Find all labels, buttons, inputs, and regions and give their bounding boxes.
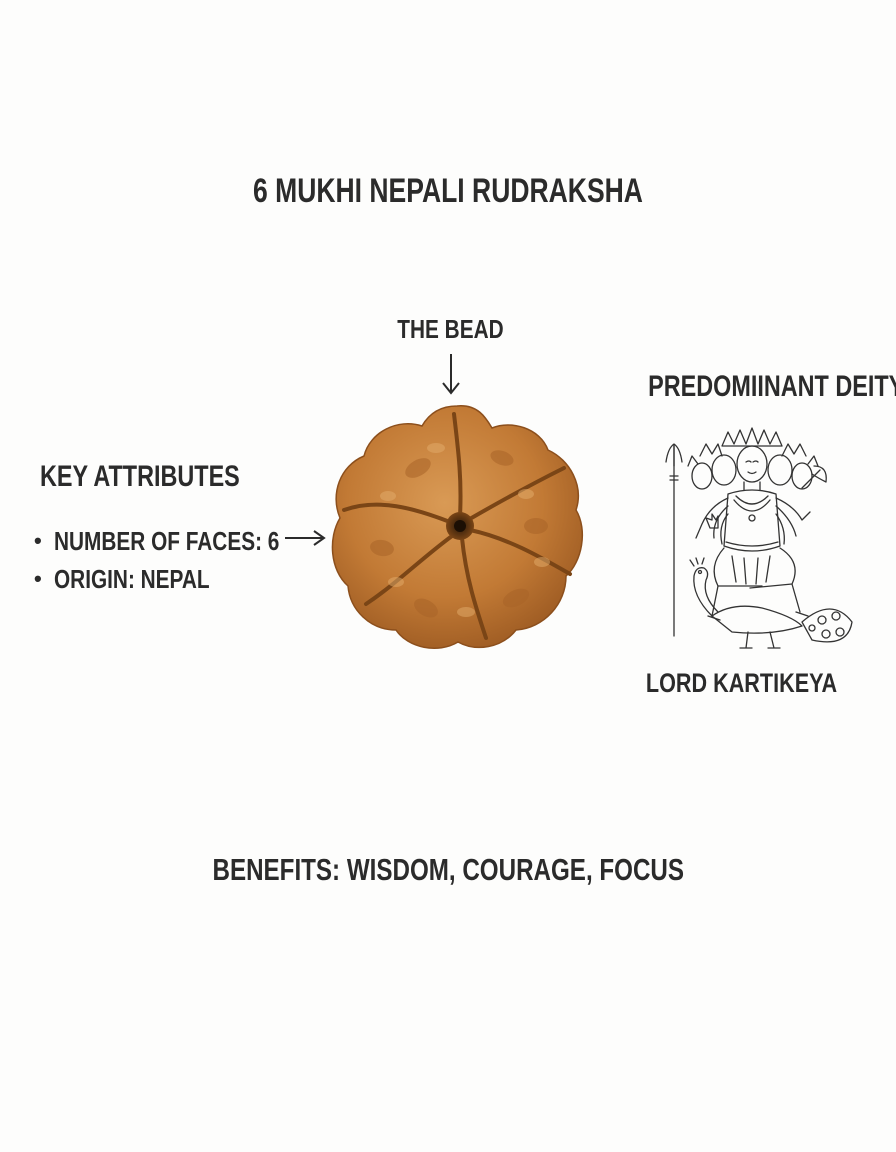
attribute-number-of-faces: NUMBER OF FACES: 6: [54, 526, 280, 556]
bead-label-text: THE BEAD: [396, 314, 504, 344]
list-item: • NUMBER OF FACES: 6: [34, 522, 336, 560]
arrow-right-icon: [285, 530, 326, 546]
key-attributes-heading: KEY ATTRIBUTES: [40, 460, 296, 494]
bullet: •: [34, 528, 42, 553]
key-attributes-list: • NUMBER OF FACES: 6 • ORIGIN: NEPAL: [34, 522, 336, 598]
key-attributes-heading-text: KEY ATTRIBUTES: [40, 460, 240, 493]
bullet: •: [34, 566, 42, 591]
deity-heading-text: PREDOMIINANT DEITY: [648, 370, 896, 403]
deity-name-text: LORD KARTIKEYA: [646, 668, 838, 698]
deity-heading: PREDOMIINANT DEITY: [612, 370, 896, 404]
arrow-down-icon: [442, 354, 460, 395]
rudraksha-bead-image: [331, 405, 584, 649]
deity-name: LORD KARTIKEYA: [612, 668, 872, 699]
bead-label: THE BEAD: [350, 314, 550, 345]
list-item: • ORIGIN: NEPAL: [34, 560, 336, 598]
attribute-origin: ORIGIN: NEPAL: [54, 564, 210, 594]
page-title: 6 MUKHI NEPALI RUDRAKSHA: [0, 172, 896, 211]
benefits-text: BENEFITS: WISDOM, COURAGE, FOCUS: [212, 852, 684, 887]
page-title-text: 6 MUKHI NEPALI RUDRAKSHA: [253, 172, 643, 210]
deity-illustration-icon: [665, 427, 853, 649]
benefits-line: BENEFITS: WISDOM, COURAGE, FOCUS: [0, 852, 896, 888]
